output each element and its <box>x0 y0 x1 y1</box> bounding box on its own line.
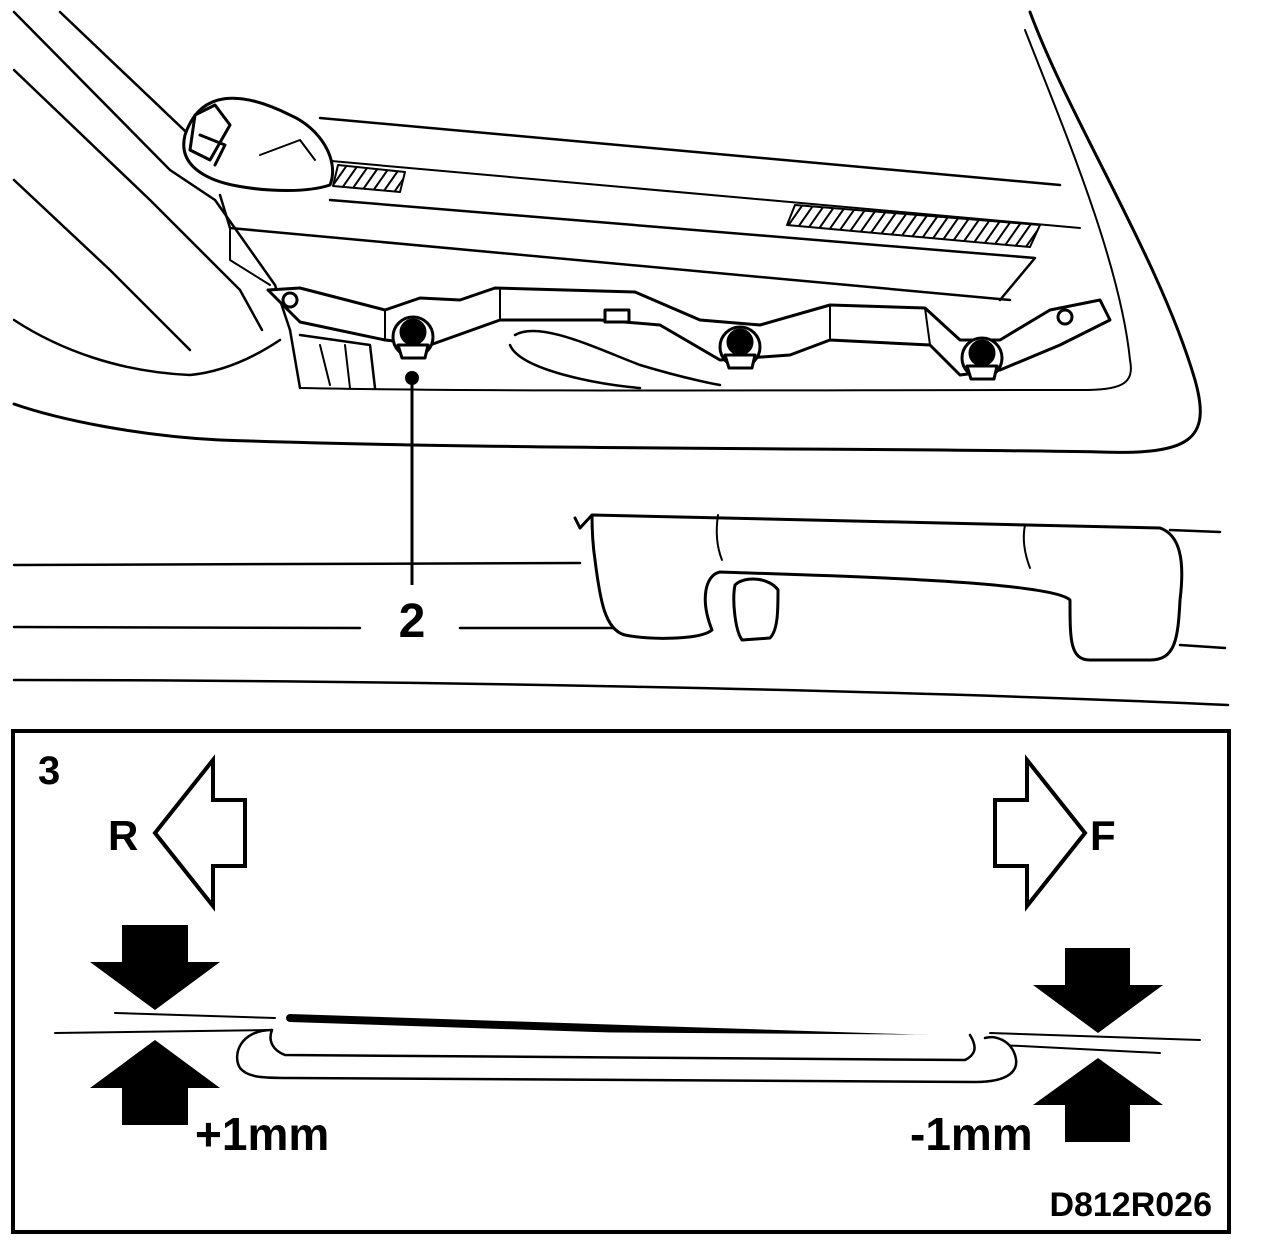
front-label: F <box>1090 812 1116 859</box>
drain-tube <box>508 329 722 390</box>
headliner-line-3 <box>12 678 1230 707</box>
bolt-rear <box>391 315 435 360</box>
front-down-arrow-icon <box>1033 948 1163 1033</box>
callout-2-leader <box>405 371 419 585</box>
headliner-line-2a <box>12 625 362 630</box>
bolt-front <box>960 336 1004 381</box>
rear-down-arrow-icon <box>90 925 220 1010</box>
detail-number: 3 <box>38 749 60 793</box>
upper-rail-top <box>318 116 1062 187</box>
figure-code: D812R026 <box>1049 1186 1212 1224</box>
roof-reference-line-upper <box>114 1012 276 1019</box>
panel-seal-profile <box>235 1028 1018 1084</box>
hatched-strip-front <box>786 204 1041 248</box>
headliner-line-1 <box>12 561 582 567</box>
rear-direction-arrow-icon <box>152 754 247 912</box>
rear-up-arrow-icon <box>90 1040 220 1125</box>
roof-illustration <box>12 10 1230 707</box>
roof-reference-line-lower <box>54 1029 271 1034</box>
hatched-strip-rear <box>332 164 406 193</box>
callout-2-label: 2 <box>399 595 426 648</box>
upper-rail-front <box>328 198 1037 302</box>
rear-offset-value: +1mm <box>195 1108 329 1160</box>
rear-label: R <box>108 812 138 859</box>
grab-handle-clip <box>732 577 780 642</box>
bolt-middle <box>718 325 762 370</box>
upper-rail-lower <box>229 227 271 286</box>
front-up-arrow-icon <box>1033 1058 1163 1142</box>
mounting-bracket <box>266 286 1112 377</box>
front-offset-value: -1mm <box>910 1108 1033 1160</box>
roof-opening-frame-inner <box>299 29 1132 392</box>
upper-rail-mid <box>319 159 1081 229</box>
roof-opening-frame <box>12 10 1202 454</box>
panel-cross-section <box>54 1012 1201 1084</box>
grab-handle <box>573 513 1184 662</box>
glass-panel-left <box>12 10 292 377</box>
front-direction-arrow-icon <box>993 754 1088 912</box>
